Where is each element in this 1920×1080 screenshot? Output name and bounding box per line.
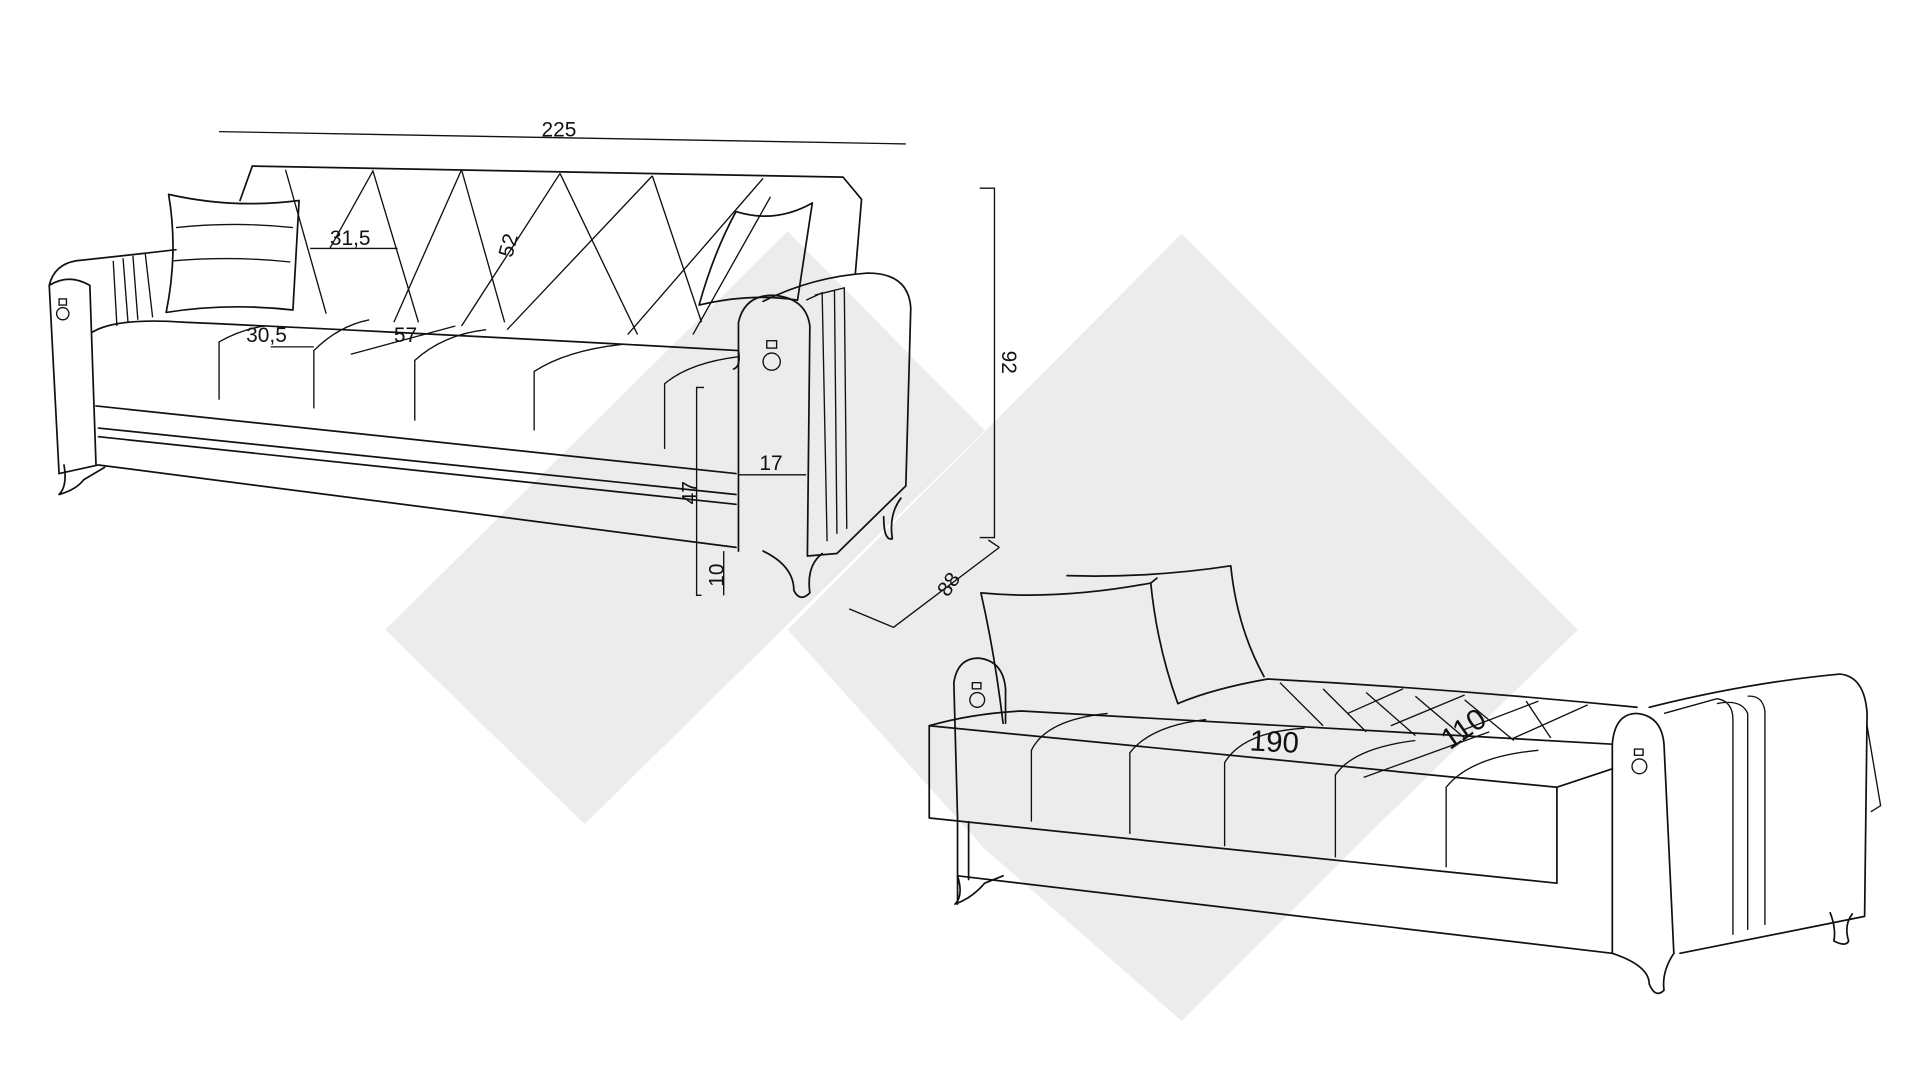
dim-bed-length-label: 190 [1249, 724, 1300, 760]
dim-backrest-height-label: 52 [495, 231, 523, 259]
watermark-logo [385, 231, 1578, 1021]
sofa-drawing [48, 130, 1000, 629]
dim-leg-height-label: 10 [706, 563, 729, 586]
dim-width-label: 225 [542, 119, 577, 142]
dim-height-label: 92 [997, 351, 1020, 374]
dim-arm-width-label: 17 [759, 452, 782, 475]
dim-seat-panel-label: 30,5 [246, 324, 287, 347]
dim-seat-depth-label: 57 [394, 324, 417, 347]
sofa-bed-drawing [928, 564, 1882, 995]
dim-seat-height-label: 47 [679, 481, 702, 504]
dim-backrest-panel-label: 31,5 [330, 227, 371, 250]
